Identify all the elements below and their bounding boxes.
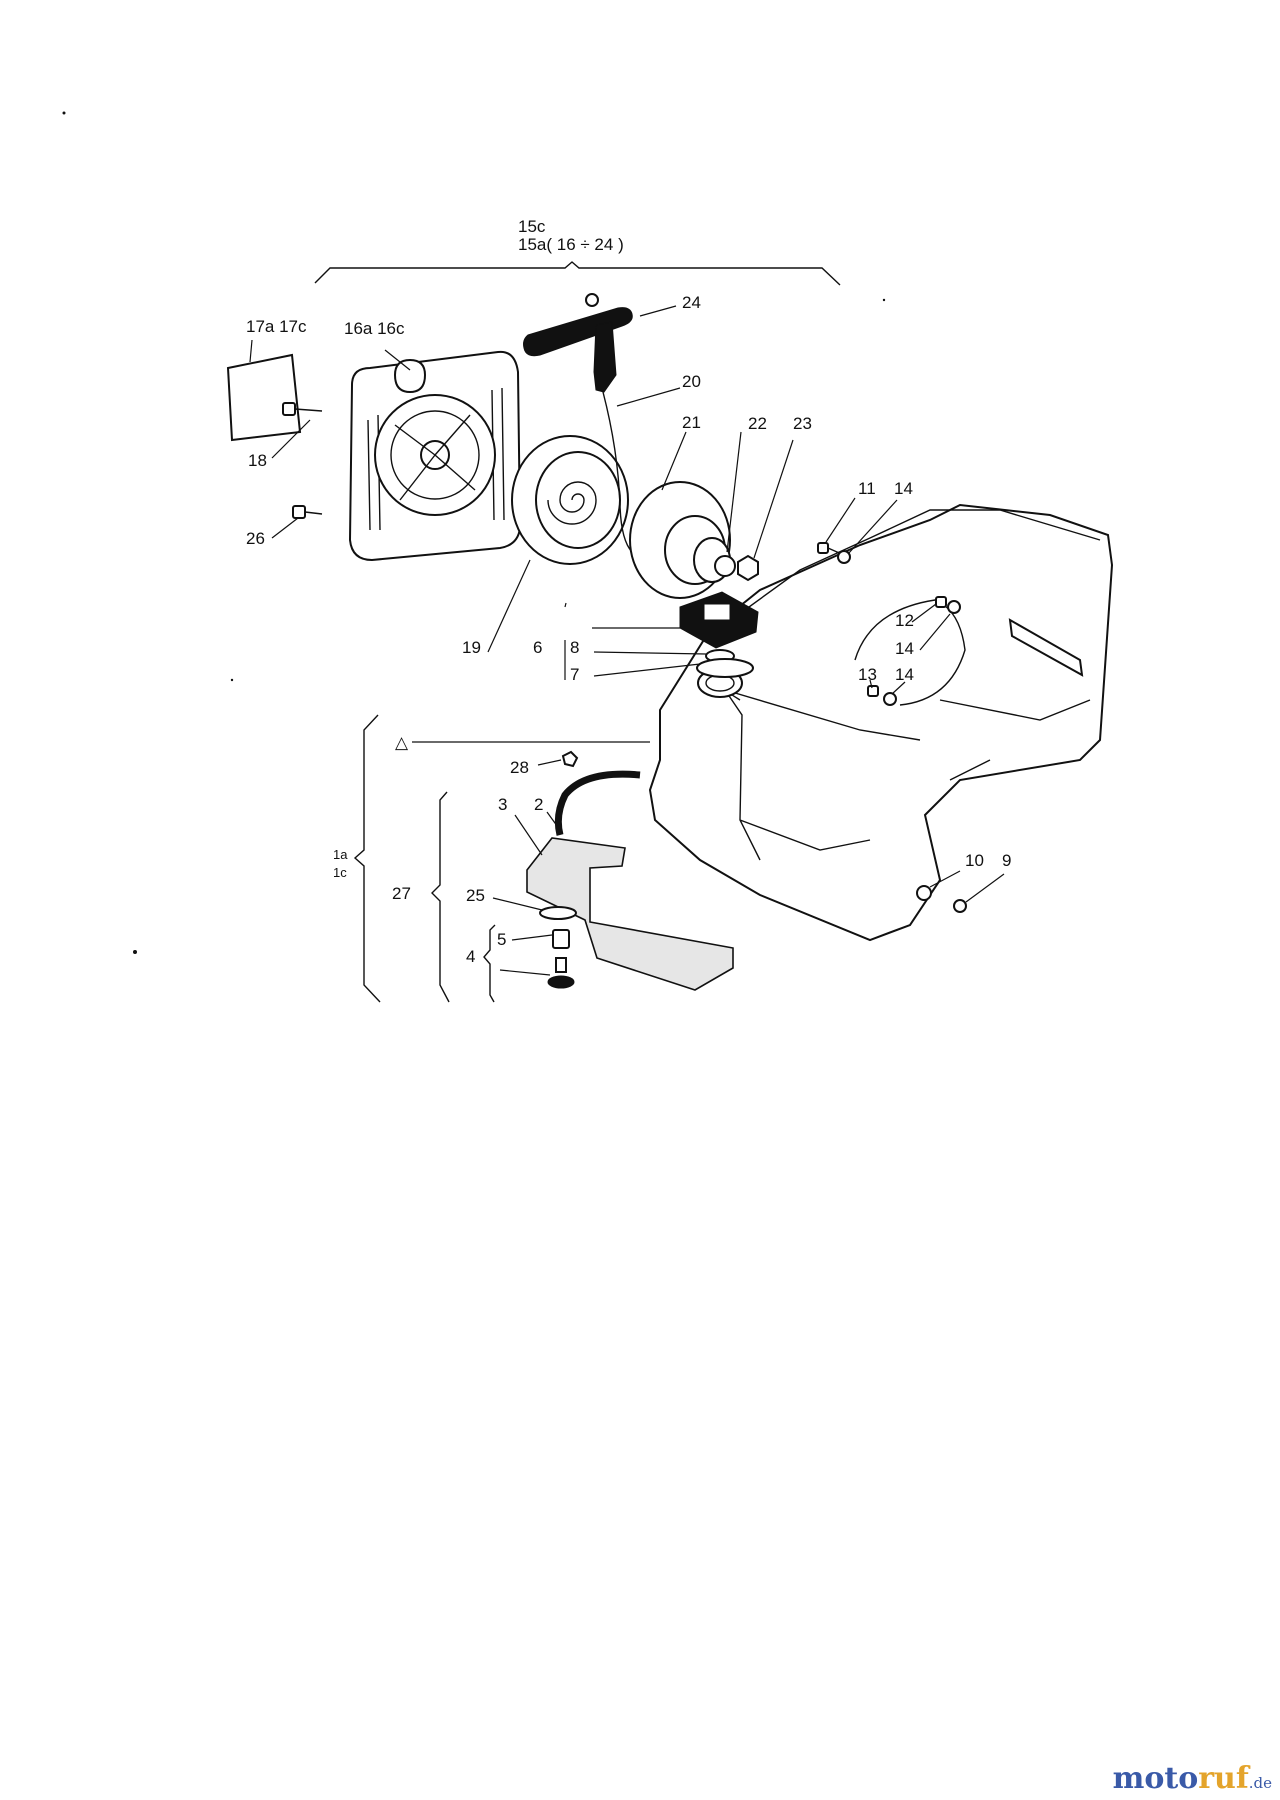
label-24: 24 — [682, 293, 701, 312]
label-10: 10 — [965, 851, 984, 870]
part-19-spring-housing — [511, 435, 629, 565]
part-13-screw — [867, 685, 897, 706]
part-20-rope — [602, 391, 633, 553]
label-triangle: △ — [395, 733, 409, 752]
part-22-washer — [714, 555, 736, 577]
label-1c: 1c — [333, 865, 347, 880]
label-18: 18 — [248, 451, 267, 470]
label-8: 8 — [570, 638, 579, 657]
part-18-screw — [282, 402, 323, 416]
speck — [133, 950, 137, 954]
label-28: 28 — [510, 758, 529, 777]
watermark-logo: motoruf.de — [1113, 1761, 1272, 1796]
part-26-screw — [292, 505, 323, 519]
part-28-clip — [561, 750, 579, 768]
part-4-bolt — [547, 957, 575, 989]
brace-27 — [431, 791, 450, 1003]
label-2: 2 — [534, 795, 543, 814]
part-14-washer-top — [837, 550, 851, 564]
part-16-starter-housing — [348, 350, 522, 562]
part-21-pulley — [629, 481, 731, 599]
speck — [882, 298, 886, 302]
part-9-screw — [953, 899, 967, 913]
label-21: 21 — [682, 413, 701, 432]
label-1a: 1a — [333, 847, 348, 862]
part-25-washer — [539, 906, 577, 920]
speck — [230, 678, 234, 682]
label-3: 3 — [498, 795, 507, 814]
part-2-hose — [554, 770, 641, 836]
label-5: 5 — [497, 930, 506, 949]
part-7-ring — [696, 658, 754, 678]
label-4: 4 — [466, 947, 475, 966]
label-25: 25 — [466, 886, 485, 905]
part-3-gasket — [526, 837, 734, 991]
speck — [62, 111, 66, 115]
label-27: 27 — [392, 884, 411, 903]
part-6-tank-cap — [679, 591, 759, 649]
watermark-part-1: moto — [1112, 1761, 1199, 1796]
label-7: 7 — [570, 665, 579, 684]
label-14-top: 14 — [894, 479, 913, 498]
part-17-plate — [226, 353, 302, 442]
label-9: 9 — [1002, 851, 1011, 870]
group-brace-15 — [314, 261, 841, 286]
label-12: 12 — [895, 611, 914, 630]
label-11: 11 — [858, 479, 876, 498]
label-17: 17a 17c — [246, 317, 307, 336]
label-14-low: 14 — [895, 665, 914, 684]
label-6: 6 — [533, 638, 542, 657]
label-26: 26 — [246, 529, 265, 548]
part-5-bushing — [552, 929, 570, 949]
part-10-washer — [916, 885, 932, 901]
part-23-nut — [737, 554, 759, 582]
label-16: 16a 16c — [344, 319, 405, 338]
label-22: 22 — [748, 414, 767, 433]
label-20: 20 — [682, 372, 701, 391]
label-13: 13 — [858, 665, 877, 684]
watermark-part-3: .de — [1248, 1774, 1272, 1792]
label-14-mid: 14 — [895, 639, 914, 658]
part-24-handle — [523, 293, 633, 393]
part-12-screw — [935, 596, 961, 614]
brace-1 — [353, 714, 381, 1003]
label-15c: 15c — [518, 217, 546, 236]
label-23: 23 — [793, 414, 812, 433]
label-15a: 15a( 16 ÷ 24 ) — [518, 235, 624, 254]
watermark-part-2: ruf — [1198, 1761, 1249, 1796]
label-19: 19 — [462, 638, 481, 657]
